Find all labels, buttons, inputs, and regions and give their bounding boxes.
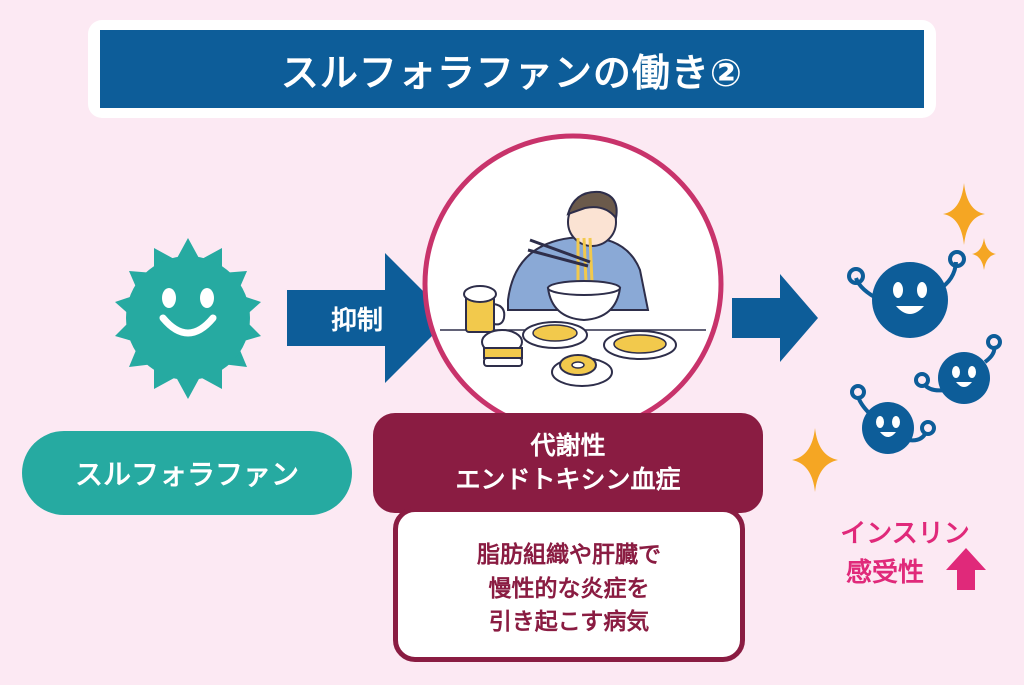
disease-line2: 慢性的な炎症を — [488, 575, 650, 602]
metabolic-endotoxemia-pill: 代謝性 エンドトキシン血症 — [373, 413, 763, 513]
disease-line3: 引き起こす病気 — [488, 609, 650, 636]
sulforaphane-pill: スルフォラファン — [22, 431, 352, 515]
increase-arrow-icon — [946, 548, 986, 590]
insulin-line1: インスリン — [840, 519, 970, 549]
page-title: スルフォラファンの働き② — [100, 30, 924, 108]
metabolic-line2: エンドトキシン血症 — [455, 465, 681, 494]
insulin-characters-icon — [847, 250, 1002, 454]
inhibit-label: 抑制 — [330, 306, 383, 336]
sparkle-icon — [792, 183, 996, 492]
disease-description-box: 脂肪組織や肝臓で 慢性的な炎症を 引き起こす病気 — [393, 507, 745, 662]
insulin-line2: 感受性 — [845, 558, 924, 588]
inhibit-arrow — [287, 253, 450, 383]
result-arrow — [732, 274, 818, 362]
sulforaphane-mascot-icon — [115, 238, 261, 399]
insulin-sensitivity-label: インスリン 感受性 — [805, 515, 1005, 593]
eating-illustration — [422, 133, 724, 435]
disease-line1: 脂肪組織や肝臓で — [477, 542, 661, 569]
metabolic-line1: 代謝性 — [530, 431, 606, 461]
